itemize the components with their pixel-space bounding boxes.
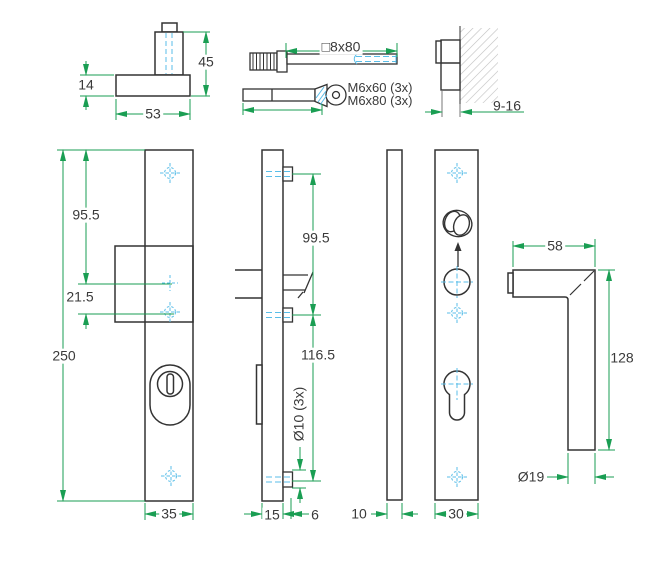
plate-side-view (235, 149, 314, 502)
spindle-variable-length-dashes (353, 53, 397, 65)
outer-plate-front-view (434, 149, 479, 501)
screw-size-label-2: M6x80 (3x) (347, 93, 413, 109)
dimension-lines (57, 31, 615, 520)
dim-handle-to-cylinder: 21.5 (64, 288, 96, 305)
thumbturn-slot (166, 373, 175, 395)
dim-knob-base-width: 53 (143, 105, 163, 122)
dim-knob-height: 45 (196, 53, 216, 70)
knob-centerlines (165, 33, 173, 74)
fixing-screw (242, 83, 347, 108)
lever-handle-view (507, 269, 596, 451)
dim-boss-spacing-top: 99.5 (300, 229, 332, 246)
dim-knob-base-height: 14 (76, 76, 96, 93)
dim-outer-plate-width: 30 (446, 505, 466, 522)
boss-top (282, 166, 294, 182)
rosette-side (255, 364, 263, 425)
dim-outer-plate-thickness: 10 (351, 505, 367, 522)
screw-size-label-1: M6x60 (3x) (347, 80, 413, 96)
dim-plate-top-to-handle: 95.5 (70, 206, 102, 223)
spindle-screw (249, 50, 398, 73)
knob-front-view (115, 22, 191, 97)
dim-lever-diameter: Ø19 (517, 468, 545, 485)
outer-plate-side-view (386, 149, 403, 501)
handle-break-lines (283, 271, 314, 299)
dim-lever-height: 128 (610, 349, 634, 366)
door-hatch (460, 28, 498, 103)
dim-spindle-label: □8x80 (319, 38, 363, 55)
screw-head-hatch (315, 86, 328, 106)
inner-plate-front-view (114, 149, 194, 502)
thread-lines (252, 53, 275, 70)
dim-plate-length: 250 (50, 347, 78, 364)
dim-door-thickness: 9-16 (492, 97, 522, 114)
handle-collar-ring (442, 209, 473, 238)
dim-lever-grip-length: 58 (545, 237, 565, 254)
boss-middle (282, 307, 294, 323)
dim-boss-spacing-bottom: 116.5 (299, 346, 337, 363)
boss-centerlines (266, 171, 292, 483)
dim-plate-thickness: 15 (262, 506, 282, 523)
dim-boss-protrusion: 6 (311, 506, 319, 523)
assembly-arrow (454, 242, 462, 267)
dim-boss-diameter: Ø10 (3x) (290, 384, 307, 444)
door-cross-section-view (435, 26, 498, 104)
miter-joint-lines (569, 270, 595, 296)
dim-inner-plate-width: 35 (159, 505, 179, 522)
boss-bottom (282, 471, 294, 488)
